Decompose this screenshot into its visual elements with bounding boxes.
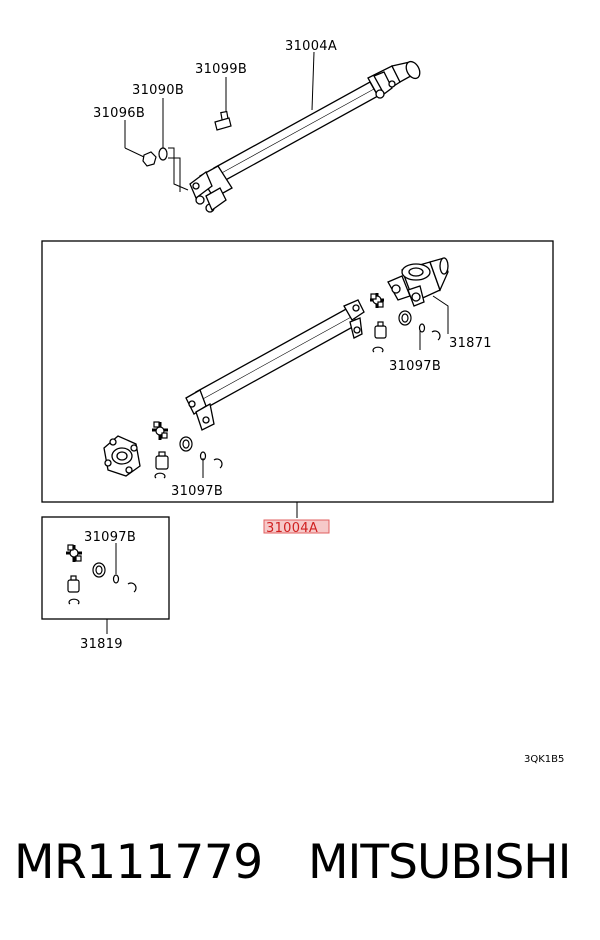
label-31099b: 31099B [195,62,247,77]
part-number: MR111779 [14,835,263,890]
label-31097b-left: 31097B [171,484,223,499]
label-31096b: 31096B [93,106,145,121]
diagram-code: 3QK1B5 [524,754,564,765]
label-31090b: 31090B [132,83,184,98]
brand-name: MITSUBISHI [308,835,571,890]
label-31871: 31871 [449,336,492,351]
kit-box [41,516,170,620]
left-universal-joint [152,421,223,479]
top-leader-lines [124,51,315,192]
kit-leader-lines [106,543,117,634]
right-universal-joint [370,293,441,353]
bolt-31099b-shape [214,110,232,131]
nut-31096b-shape [142,151,157,167]
exploded-shaft-tube [185,299,365,431]
washer-31090b-shape [158,147,168,161]
label-31819: 31819 [80,637,123,652]
slip-yoke-31871-shape [387,257,449,307]
label-31004a-top: 31004A [285,39,337,54]
top-propeller-shaft [189,60,421,213]
label-31097b-right: 31097B [389,359,441,374]
label-31004a-highlight: 31004A [266,521,318,536]
companion-flange [103,435,141,477]
footer: MR111779 MITSUBISHI [0,835,600,905]
parts-diagram: 31004A 31099B 31090B 31096B [41,39,564,765]
box-leader-lines [202,295,449,478]
kit-universal-joint [66,544,137,605]
label-31097b-kit: 31097B [84,530,136,545]
highlighted-part-31004a[interactable]: 31004A [263,519,330,536]
